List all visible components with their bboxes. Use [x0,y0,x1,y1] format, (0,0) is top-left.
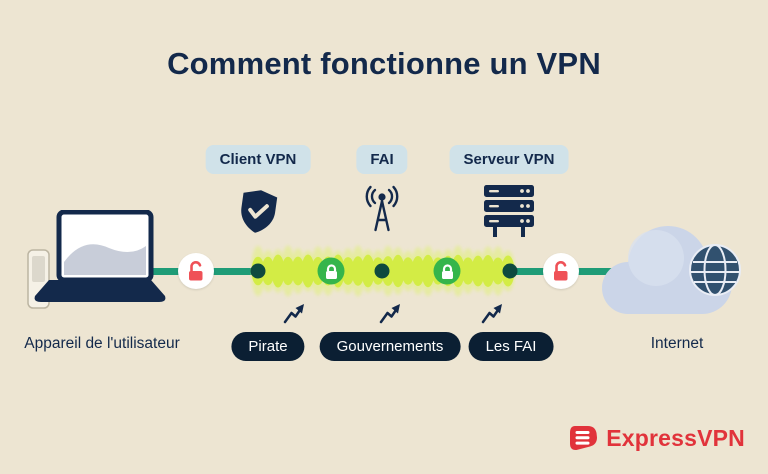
unlocked-icon-right [543,253,579,289]
open-padlock-glyph [554,261,568,281]
threat-arrow-isp-icon [481,304,502,324]
locked-icon-1 [317,257,345,285]
unlocked-icon-left [178,253,214,289]
open-padlock-glyph [189,261,203,281]
threat-pill-pirate: Pirate [231,332,305,361]
node-dot-isp [374,263,390,279]
brand-name: ExpressVPN [606,424,745,451]
laptop-icon [27,210,166,309]
node-dot-server [502,263,518,279]
closed-padlock-glyph [441,263,453,279]
brand-logo: ExpressVPN [568,424,745,452]
label-client-vpn: Client VPN [205,145,311,174]
threat-arrow-pirate-icon [283,304,304,324]
node-dot-client [250,263,266,279]
closed-padlock-glyph [325,263,337,279]
shield-check-icon [241,190,278,233]
threat-pill-gouvernements: Gouvernements [319,332,461,361]
expressvpn-logo-icon [570,426,598,451]
server-icon [484,185,534,237]
locked-icon-2 [433,257,461,285]
page-title: Comment fonctionne un VPN [167,46,601,81]
cloud-globe-icon [602,226,741,314]
device-label: Appareil de l'utilisateur [24,335,180,352]
internet-label: Internet [650,335,704,352]
threat-pill-les-fai: Les FAI [468,332,554,361]
label-serveur-vpn: Serveur VPN [449,145,569,174]
globe-icon [689,244,741,296]
antenna-icon [365,185,399,232]
threat-arrow-government-icon [379,304,400,324]
label-fai: FAI [356,145,408,174]
